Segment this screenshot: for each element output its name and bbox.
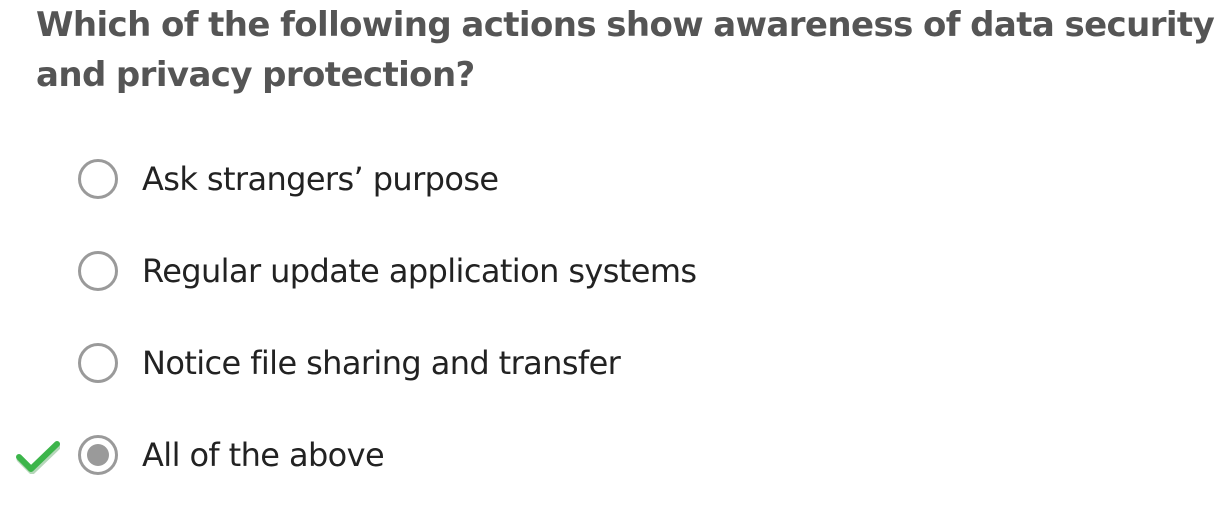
option-label-1[interactable]: Ask strangers’ purpose [142,160,499,198]
check-icon [16,441,60,474]
option-2[interactable]: Regular update application systems [0,226,1224,318]
option-label-3[interactable]: Notice file sharing and transfer [142,344,621,382]
option-3[interactable]: Notice file sharing and transfer [0,318,1224,410]
radio-button-3[interactable] [78,343,118,383]
option-1[interactable]: Ask strangers’ purpose [0,134,1224,226]
option-4[interactable]: All of the above [0,410,1224,502]
option-label-4[interactable]: All of the above [142,436,385,474]
answer-options: Ask strangers’ purpose Regular update ap… [0,134,1224,502]
radio-button-4[interactable] [78,435,118,475]
question-text: Which of the following actions show awar… [36,5,1215,95]
radio-button-2[interactable] [78,251,118,291]
option-label-2[interactable]: Regular update application systems [142,252,697,290]
radio-selected-dot [87,444,109,466]
radio-button-1[interactable] [78,159,118,199]
